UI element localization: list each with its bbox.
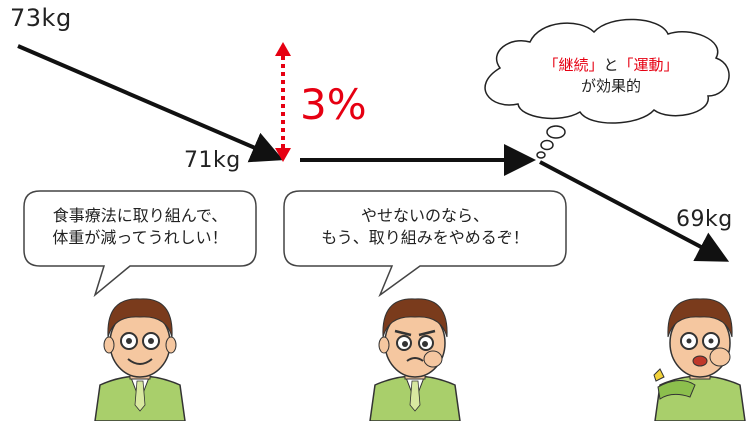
character-happy <box>94 298 186 421</box>
decline-arrow-1 <box>17 44 284 163</box>
character-surprised <box>653 298 746 421</box>
speech-bubble-left <box>23 190 257 298</box>
speech-left-line-2: 体重が減ってうれしい！ <box>52 228 228 247</box>
thought-conjunction: と <box>603 56 619 74</box>
percent-change-arrow <box>275 42 291 162</box>
speech-middle-text: やせないのなら、 もう、取り組みをやめるぞ！ <box>288 205 562 249</box>
speech-left-line-1: 食事療法に取り組んで、 <box>52 206 228 225</box>
weight-label-71: 71kg <box>184 148 241 173</box>
speech-middle-line-2: もう、取り組みをやめるぞ！ <box>321 228 529 247</box>
thought-line-2: が効果的 <box>580 77 641 95</box>
percent-change-label: 3% <box>300 80 367 129</box>
decline-arrow-2 <box>539 160 730 262</box>
thought-cloud <box>484 18 730 159</box>
thought-keyword-continuation: 「継続」 <box>543 56 604 74</box>
speech-bubble-middle <box>283 190 567 298</box>
weight-label-73: 73kg <box>10 4 72 32</box>
speech-middle-line-1: やせないのなら、 <box>360 206 489 225</box>
thought-cloud-text: 「継続」と「運動」 が効果的 <box>486 55 736 97</box>
thought-line-1: 「継続」と「運動」 <box>486 55 736 76</box>
character-frustrated <box>369 298 461 421</box>
speech-left-text: 食事療法に取り組んで、 体重が減ってうれしい！ <box>28 205 252 249</box>
thought-keyword-exercise: 「運動」 <box>618 56 679 74</box>
weight-label-69: 69kg <box>676 207 733 232</box>
